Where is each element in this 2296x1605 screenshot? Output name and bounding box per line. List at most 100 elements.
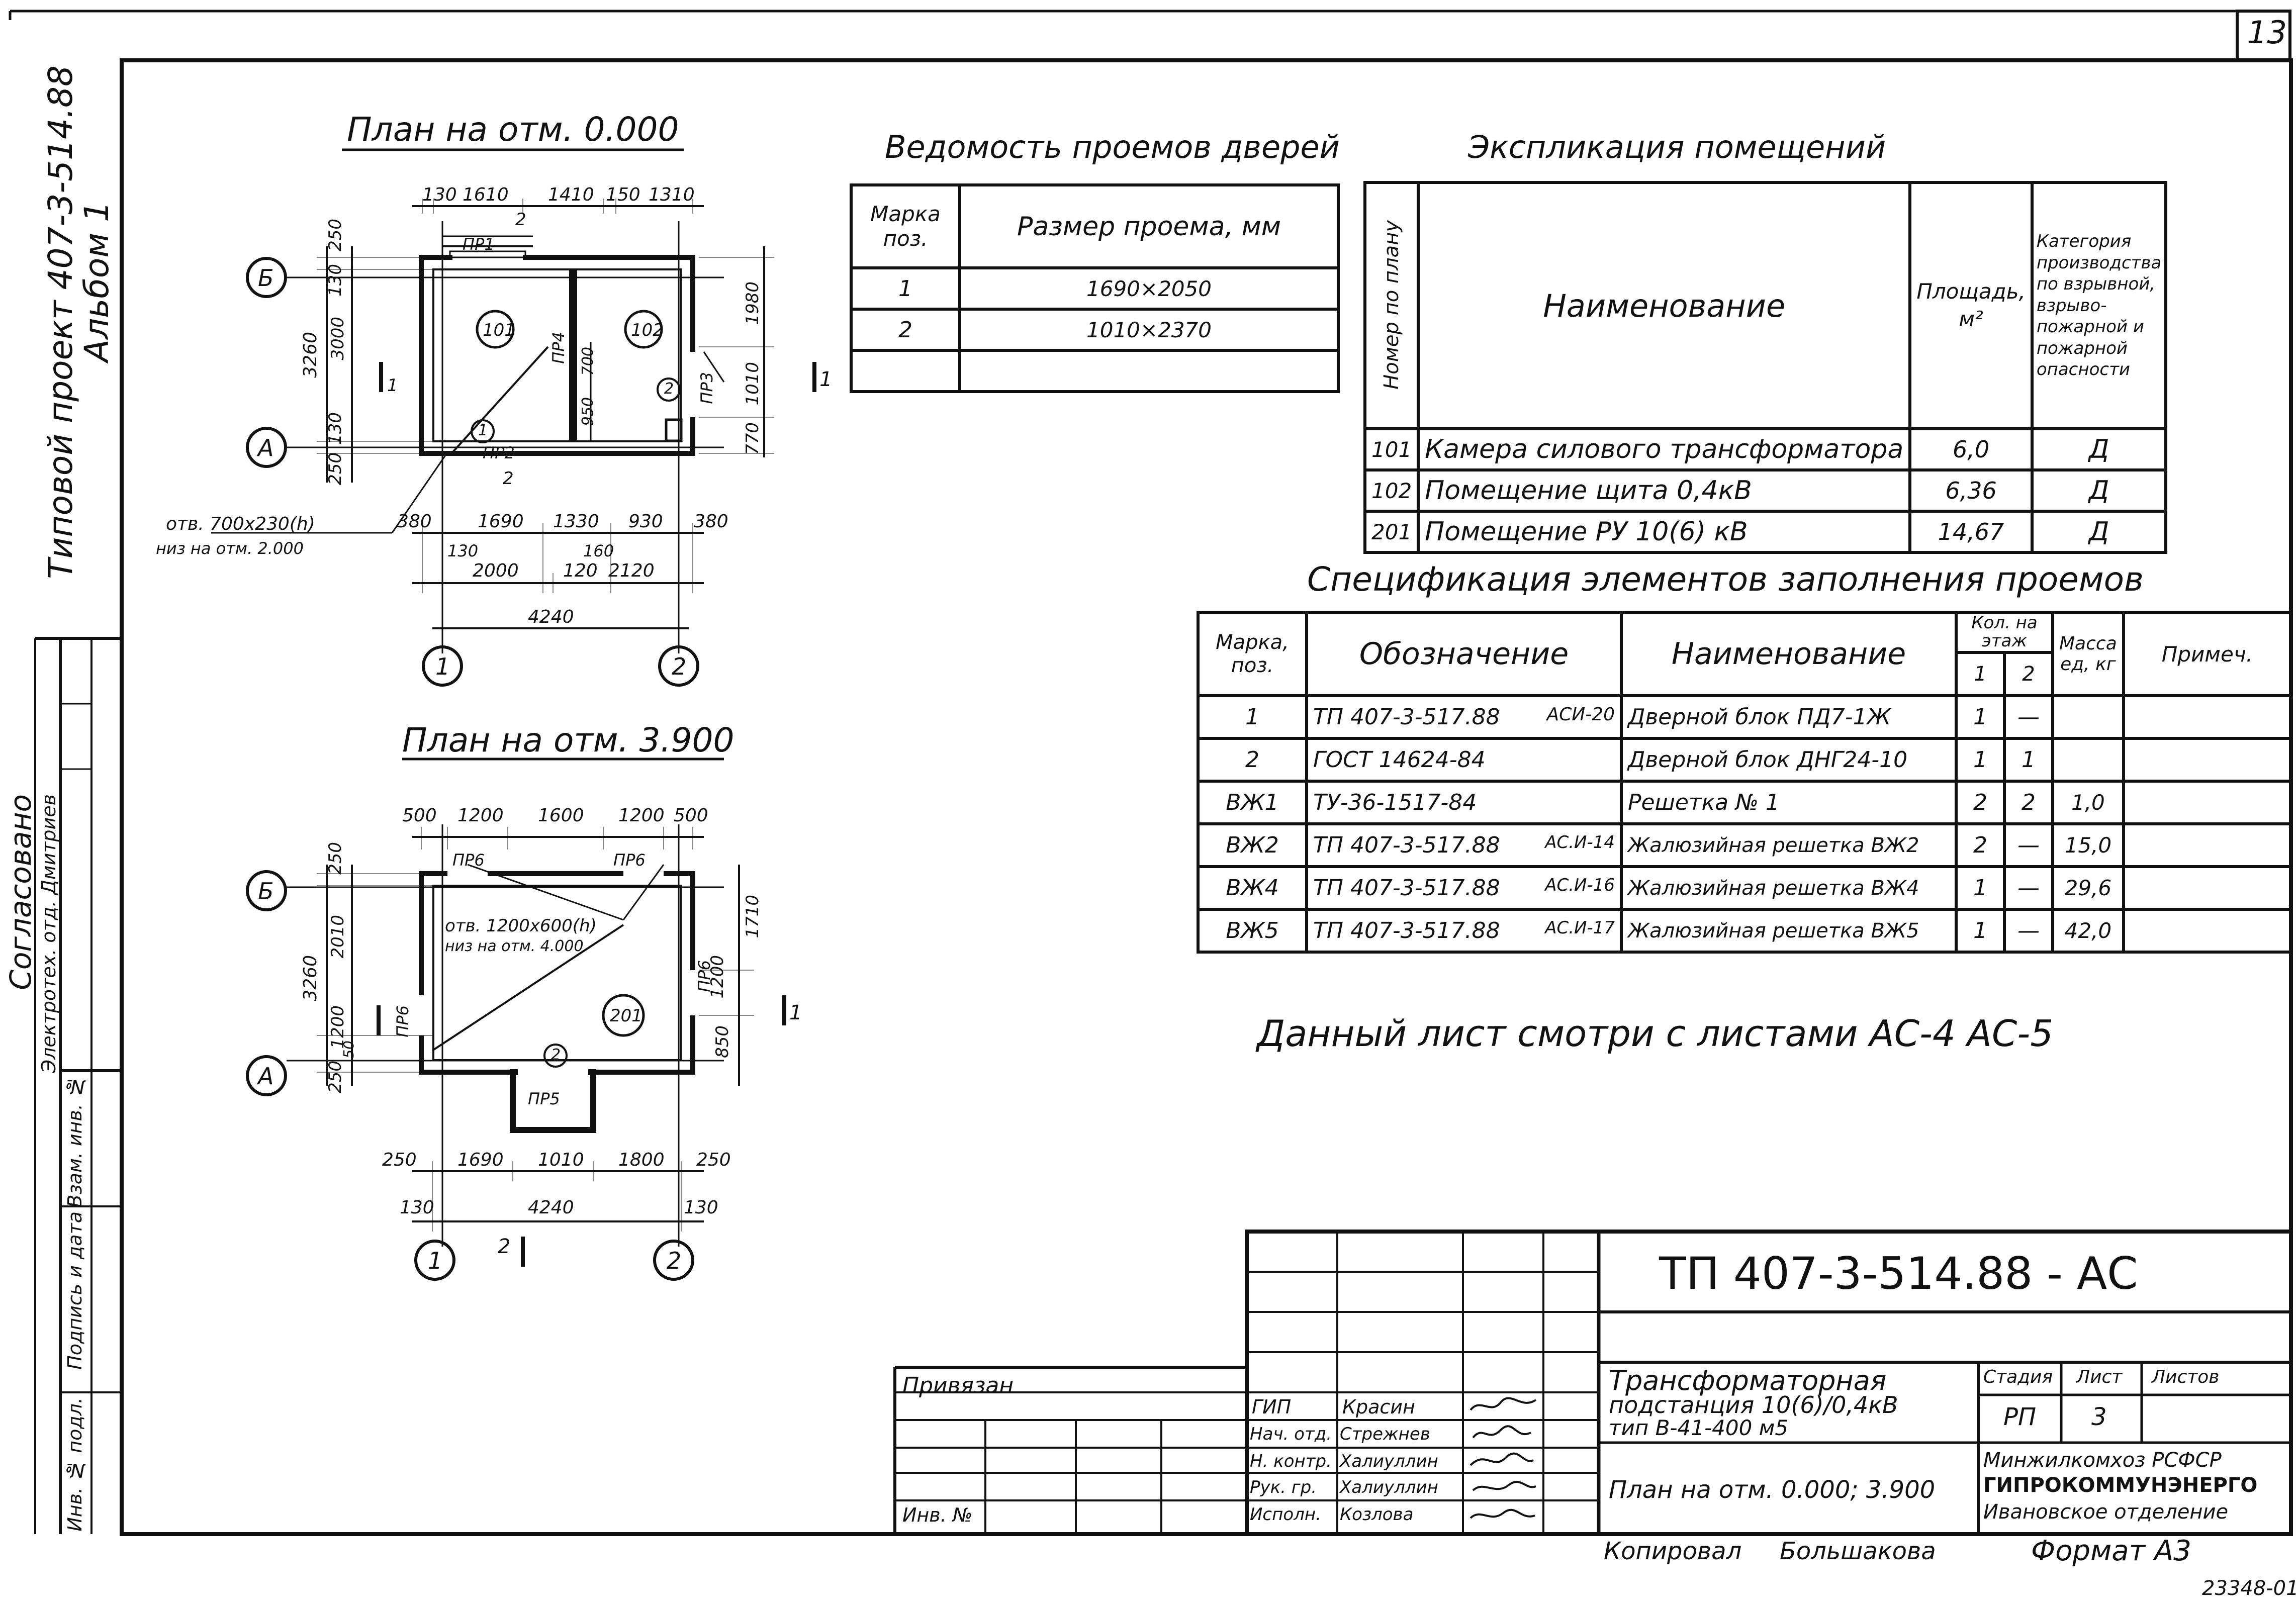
plan2-dim-left-1: 250 bbox=[325, 842, 345, 875]
spec-designation-code: ТП 407-3-517.88 bbox=[1313, 704, 1500, 730]
stamp-sheet-no: 3 bbox=[2091, 1403, 2107, 1431]
sheet-note: Данный лист смотри с листами АС-4 АС-5 bbox=[1257, 1012, 2053, 1055]
rooms-number: 201 bbox=[1363, 510, 1420, 554]
spec-floor2: — bbox=[2003, 865, 2054, 911]
plan2-marker: 2 bbox=[551, 1046, 561, 1064]
plan1-dim-left-2: 130 bbox=[325, 264, 345, 297]
spec-mass: 15,0 bbox=[2051, 822, 2125, 868]
plan1-dim-inner-2: 950 bbox=[579, 397, 597, 426]
spec-header-floor2: 2 bbox=[2003, 651, 2054, 697]
spec-floor1: 2 bbox=[1955, 822, 2006, 868]
spec-header-note: Примеч. bbox=[2122, 611, 2293, 697]
stamp-code: ТП 407-3-514.88 - АС bbox=[1659, 1248, 2138, 1299]
plan1-dim-b2-1: 130 bbox=[447, 541, 479, 560]
spec-floor1: 1 bbox=[1955, 908, 2006, 954]
stamp-stage: РП bbox=[2003, 1403, 2037, 1431]
plan1-title: План на отм. 0.000 bbox=[347, 110, 679, 149]
plan2-opening-pr6-b: ПР6 bbox=[613, 851, 646, 870]
plan2-dim-bottom-5: 250 bbox=[696, 1150, 731, 1170]
plan1-dim-top-3: 1410 bbox=[548, 184, 594, 205]
table-row: 102 Помещение щита 0,4кВ 6,36 Д bbox=[1363, 468, 2168, 513]
plan2-dim-left-total: 3260 bbox=[300, 955, 321, 1001]
rooms-category: Д bbox=[2030, 468, 2168, 513]
plan1-dim-b2-3: 160 bbox=[583, 541, 614, 560]
spec-floor1: 2 bbox=[1955, 780, 2006, 825]
plan2-section-mark-2: 2 bbox=[498, 1235, 511, 1258]
plan1-marker-2: 2 bbox=[664, 380, 674, 398]
rooms-header-name: Наименование bbox=[1417, 181, 1912, 430]
plan2-opening-pr6-d: ПР6 bbox=[695, 960, 714, 992]
spec-note bbox=[2122, 737, 2293, 783]
plan1-dim-left-4: 130 bbox=[325, 412, 345, 445]
stamp-sheet-title: План на отм. 0.000; 3.900 bbox=[1609, 1476, 1936, 1504]
spec-designation-sheet: АС.И-14 bbox=[1545, 832, 1615, 853]
doors-mark: 1 bbox=[850, 266, 961, 311]
plan1-dim-left-5: 250 bbox=[325, 452, 345, 485]
plan2-dim-left-2: 2010 bbox=[328, 915, 348, 959]
spec-header-designation: Обозначение bbox=[1305, 611, 1623, 697]
stamp-object-title-2: подстанция 10(6)/0,4кВ bbox=[1609, 1391, 1898, 1419]
spec-designation-sheet: АС.И-17 bbox=[1545, 918, 1615, 938]
plan2-opening-note: отв. 1200х600(h) bbox=[445, 916, 597, 936]
spec-floor2: 1 bbox=[2003, 737, 2054, 783]
spec-mark: ВЖ2 bbox=[1197, 822, 1308, 868]
plan1-dim-left-3: 3000 bbox=[328, 317, 348, 360]
side-sign-date: Подпись и дата bbox=[64, 1211, 86, 1370]
doors-size bbox=[958, 349, 1340, 393]
spec-header-name: Наименование bbox=[1620, 611, 1958, 697]
table-row: ВЖ1 ТУ-36-1517-84 Решетка № 1 2 2 1,0 bbox=[1197, 780, 2293, 825]
plan2-opening-note2: низ на отм. 4.000 bbox=[445, 937, 584, 955]
spec-designation-code: ГОСТ 14624-84 bbox=[1313, 747, 1486, 773]
stamp-person: Халиуллин bbox=[1340, 1451, 1438, 1471]
plan1-room-101: 101 bbox=[483, 320, 515, 340]
plan2-dim-left-4: 50 bbox=[340, 1041, 357, 1059]
plan2-opening-pr6-a: ПР6 bbox=[452, 851, 485, 870]
spec-name: Дверной блок ДНГ24-10 bbox=[1620, 737, 1958, 783]
spec-mass: 29,6 bbox=[2051, 865, 2125, 911]
stamp-org-2: ГИПРОКОММУНЭНЕРГО bbox=[1983, 1474, 2258, 1497]
plan1-dim-right-1: 1980 bbox=[743, 281, 763, 325]
table-row: ВЖ2 ТП 407-3-517.88 АС.И-14 Жалюзийная р… bbox=[1197, 822, 2293, 868]
rooms-area: 6,36 bbox=[1908, 468, 2034, 513]
stamp-role: Рук. гр. bbox=[1250, 1477, 1317, 1497]
plan1-dim-b2-2: 2000 bbox=[473, 560, 519, 581]
spec-mark: ВЖ4 bbox=[1197, 865, 1308, 911]
rooms-category: Д bbox=[2030, 427, 2168, 471]
plan1-marker-3: 2 bbox=[515, 210, 526, 230]
spec-title: Спецификация элементов заполнения проемо… bbox=[1307, 560, 2144, 599]
stamp-role: Исполн. bbox=[1250, 1504, 1321, 1525]
side-agreed: Согласовано bbox=[4, 794, 38, 990]
doors-size: 1010×2370 bbox=[958, 308, 1340, 352]
rooms-title: Экспликация помещений bbox=[1468, 129, 1886, 165]
rooms-area: 14,67 bbox=[1908, 510, 2034, 554]
stamp-inv: Инв. № bbox=[902, 1504, 973, 1526]
spec-note bbox=[2122, 908, 2293, 954]
table-row bbox=[850, 349, 1340, 393]
plan1-axis-1: 1 bbox=[435, 653, 450, 680]
plan1-dim-total: 4240 bbox=[528, 607, 574, 627]
plan2-dim-right-1: 1710 bbox=[743, 895, 763, 938]
plan2-axis-b: Б bbox=[258, 878, 274, 905]
spec-header-qty: Кол. на этаж bbox=[1955, 611, 2054, 654]
table-row: 1 1690×2050 bbox=[850, 266, 1340, 311]
spec-mark: ВЖ5 bbox=[1197, 908, 1308, 954]
plan1-dim-b1-4: 930 bbox=[628, 511, 663, 532]
spec-name: Жалюзийная решетка ВЖ5 bbox=[1620, 908, 1958, 954]
plan1-opening-note: отв. 700х230(h) bbox=[166, 514, 315, 534]
spec-note bbox=[2122, 694, 2293, 740]
rooms-header-category: Категория производства по взрывной, взры… bbox=[2030, 181, 2168, 430]
stamp-copied-name: Большакова bbox=[1780, 1537, 1936, 1565]
rooms-area: 6,0 bbox=[1908, 427, 2034, 471]
spec-mass: 1,0 bbox=[2051, 780, 2125, 825]
rooms-header-number: Номер по плану bbox=[1380, 220, 1404, 390]
side-agreed-org: Электротех. отд. Дмитриев bbox=[38, 794, 60, 1073]
plan2-axis-2: 2 bbox=[667, 1247, 682, 1274]
table-row: 101 Камера силового трансформатора 6,0 Д bbox=[1363, 427, 2168, 471]
side-inv-podl: Инв. № подл. bbox=[64, 1397, 86, 1532]
spec-mass: 42,0 bbox=[2051, 908, 2125, 954]
stamp-role: ГИП bbox=[1252, 1396, 1292, 1418]
spec-designation-code: ТП 407-3-517.88 bbox=[1313, 918, 1500, 943]
stamp-person: Красин bbox=[1342, 1396, 1415, 1418]
doors-title: Ведомость проемов дверей bbox=[885, 129, 1340, 165]
